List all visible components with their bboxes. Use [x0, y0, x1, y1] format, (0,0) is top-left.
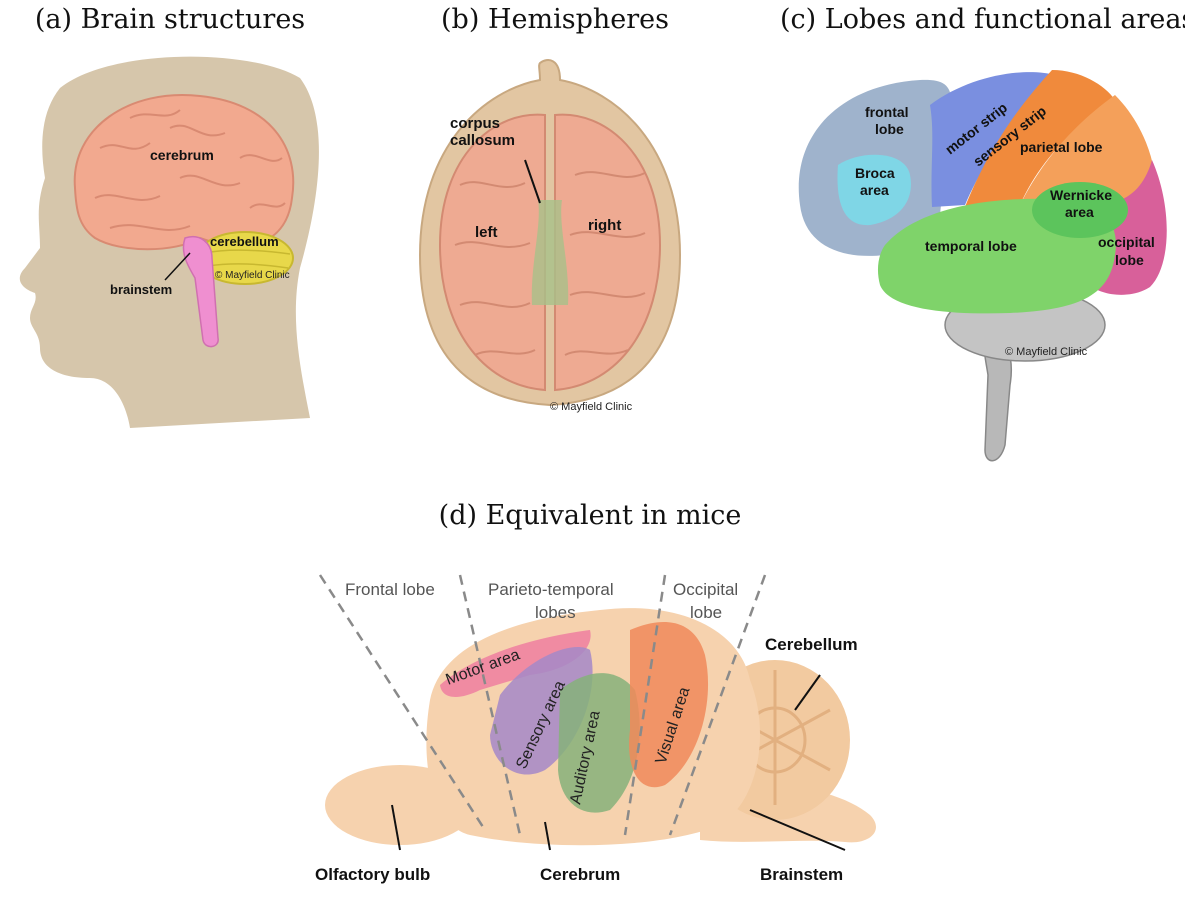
label-frontal-1: frontal	[865, 104, 909, 120]
credit-a: © Mayfield Clinic	[215, 270, 290, 281]
region-parieto-2: lobes	[535, 603, 576, 622]
caption-a: (a) Brain structures	[30, 4, 310, 35]
credit-c: © Mayfield Clinic	[1005, 346, 1088, 358]
structure-cerebellum: Cerebellum	[765, 635, 858, 654]
region-occipital-1: Occipital	[673, 580, 738, 599]
structure-cerebrum: Cerebrum	[540, 865, 620, 884]
label-wernicke-1: Wernicke	[1050, 187, 1112, 203]
label-cerebrum: cerebrum	[150, 147, 214, 163]
region-frontal: Frontal lobe	[345, 580, 435, 599]
cerebrum-shape	[75, 95, 294, 249]
label-temporal: temporal lobe	[925, 238, 1017, 254]
label-corpus-1: corpus	[450, 115, 500, 132]
label-right: right	[588, 217, 621, 234]
label-occipital-2: lobe	[1115, 252, 1144, 268]
label-broca-2: area	[860, 182, 889, 198]
region-parieto-1: Parieto-temporal	[488, 580, 614, 599]
region-occipital-2: lobe	[690, 603, 722, 622]
label-wernicke-2: area	[1065, 204, 1094, 220]
label-broca-1: Broca	[855, 165, 895, 181]
panel-d-mice: Frontal lobe Parieto-temporal lobes Occi…	[300, 560, 900, 898]
caption-c: (c) Lobes and functional areas	[780, 4, 1180, 35]
caption-b: (b) Hemispheres	[425, 4, 685, 35]
structure-olfactory: Olfactory bulb	[315, 865, 430, 884]
panel-a-brain-structures: cerebrum cerebellum brainstem © Mayfield…	[0, 48, 330, 438]
panel-b-hemispheres: corpus callosum left right © Mayfield Cl…	[400, 55, 700, 425]
label-brainstem: brainstem	[110, 282, 172, 297]
structure-brainstem: Brainstem	[760, 865, 843, 884]
label-cerebellum: cerebellum	[210, 234, 279, 249]
label-corpus-2: callosum	[450, 132, 515, 149]
label-occipital-1: occipital	[1098, 234, 1155, 250]
label-parietal: parietal lobe	[1020, 139, 1103, 155]
label-left: left	[475, 224, 498, 241]
label-frontal-2: lobe	[875, 121, 904, 137]
credit-b: © Mayfield Clinic	[550, 401, 633, 413]
panel-c-lobes: frontal lobe motor strip sensory strip p…	[780, 55, 1175, 475]
caption-d: (d) Equivalent in mice	[420, 500, 760, 531]
